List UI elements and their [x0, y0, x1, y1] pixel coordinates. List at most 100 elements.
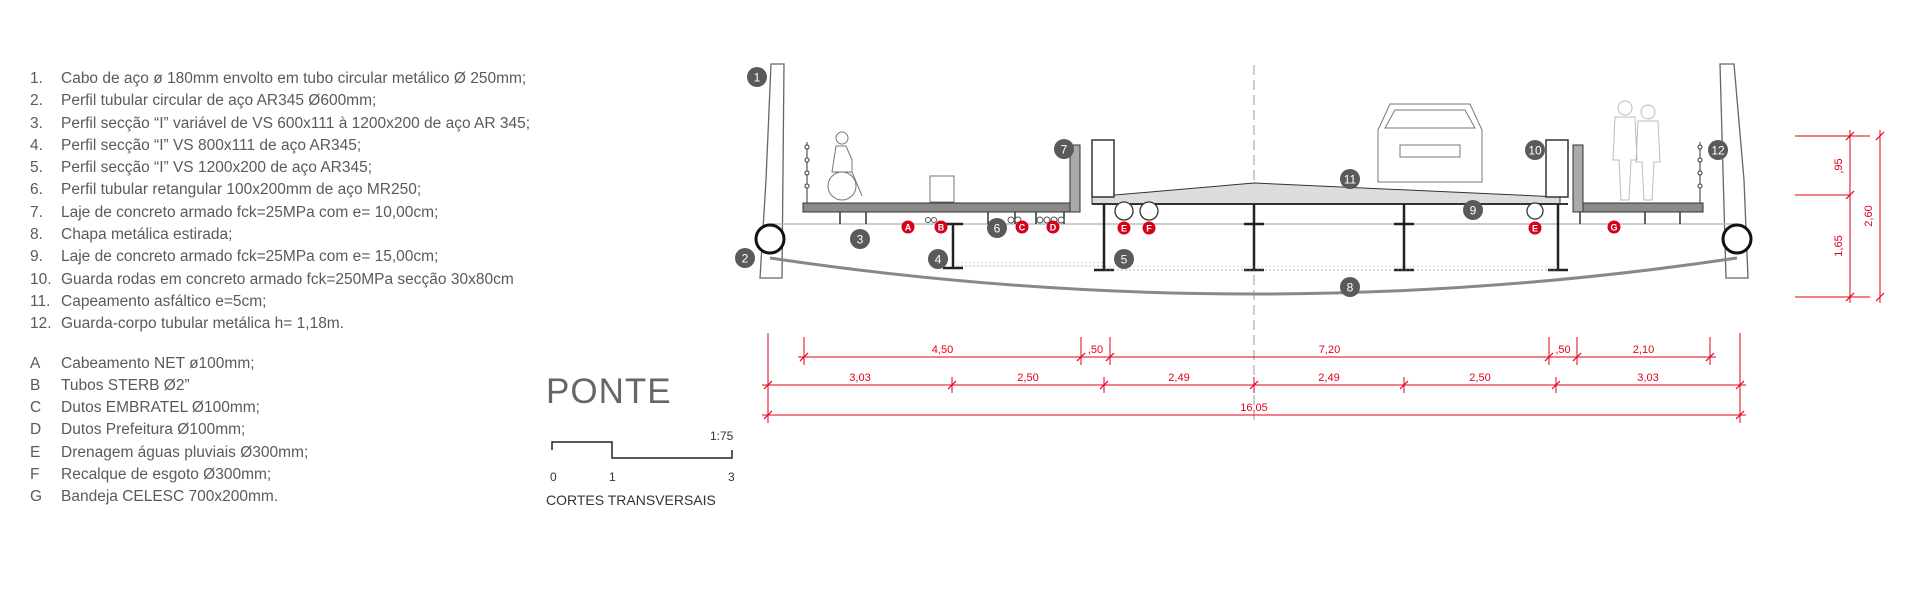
dim-row1-label: ,50 [1555, 344, 1570, 356]
legend-key: 1. [30, 70, 43, 87]
marker-7: 7 [1054, 139, 1074, 159]
dim-row2-label: 2,49 [1168, 372, 1189, 384]
legend-key: 9. [30, 248, 43, 266]
scale-tick-0: 0 [550, 470, 557, 484]
svg-text:8: 8 [1347, 281, 1354, 295]
dim-tick [1572, 352, 1582, 362]
legend-key: 3. [30, 114, 43, 132]
svg-text:E: E [1532, 224, 1538, 234]
marker-9: 9 [1463, 200, 1483, 220]
legend-text: Cabeamento NET ø100mm; [61, 354, 255, 372]
legend-text: Laje de concreto armado fck=25MPa com e=… [61, 203, 439, 221]
legend-numbered-list: 1. Cabo de aço ø 180mm envolto em tubo ci… [30, 68, 530, 336]
legend-key: B [30, 376, 41, 394]
dim-row2-label: 2,49 [1318, 372, 1339, 384]
legend-key: 7. [30, 203, 43, 221]
dim-total-label: 16,05 [1240, 402, 1268, 414]
dim-v-label: 1,65 [1833, 235, 1845, 256]
dim-tick [1544, 352, 1554, 362]
marker-8: 8 [1340, 277, 1360, 297]
dim-row2-label: 2,50 [1469, 372, 1490, 384]
letter-marker-C: C [1015, 220, 1029, 234]
legend-item: 7. Laje de concreto armado fck=25MPa com … [30, 202, 530, 224]
svg-text:C: C [1019, 223, 1026, 233]
legend-item: 12.Guarda-corpo tubular metálica h= 1,18… [30, 313, 530, 335]
scale-tick-1: 1 [609, 470, 616, 484]
svg-text:10: 10 [1528, 144, 1542, 158]
dim-tick [1399, 380, 1409, 390]
dim-tick [1705, 352, 1715, 362]
left-main-tube [754, 223, 786, 255]
hatched-plate-center [1104, 266, 1558, 271]
legend-text: Tubos STERB Ø2” [61, 376, 190, 394]
right-sidewalk-slab [1572, 202, 1704, 213]
dim-tick [1845, 190, 1855, 200]
legend-text: Capeamento asfáltico e=5cm; [61, 292, 267, 310]
legend-key: F [30, 466, 40, 484]
legend-item: 4.Perfil secção “I” VS 800x111 de aço AR… [30, 135, 530, 157]
marker-3: 3 [850, 229, 870, 249]
legend-key: 11. [30, 292, 51, 310]
dim-tick [799, 352, 809, 362]
dim-tick [1249, 380, 1259, 390]
dim-tick [763, 410, 773, 420]
svg-text:D: D [1050, 223, 1057, 233]
scale-bar: 0 1 3 [550, 428, 750, 508]
legend-key: 2. [30, 92, 43, 110]
legend-item: 10.Guarda rodas em concreto armado fck=2… [30, 269, 530, 291]
left-sidewalk-slab [802, 202, 1081, 213]
dim-row2-label: 3,03 [849, 372, 870, 384]
letter-marker-F: F [1142, 221, 1156, 235]
svg-text:7: 7 [1061, 143, 1068, 157]
dim-row1-label: ,50 [1088, 344, 1103, 356]
dim-row1-label: 2,10 [1633, 344, 1654, 356]
legend-item: 11. Capeamento asfáltico e=5cm; [30, 291, 530, 313]
legend-text: Perfil secção “I” VS 1200x200 de aço AR3… [61, 159, 373, 177]
dim-tick [1076, 352, 1086, 362]
letter-marker-E: E [1528, 221, 1542, 235]
dim-row1-label: 7,20 [1319, 344, 1340, 356]
svg-text:F: F [1146, 224, 1152, 234]
bin-figure [929, 175, 955, 203]
car-figure [1377, 103, 1483, 183]
scale-tick-3: 3 [728, 470, 735, 484]
legend-key: 5. [30, 159, 43, 177]
legend-text: Perfil tubular circular de aço AR345 Ø60… [61, 92, 377, 110]
dim-tick [1551, 380, 1561, 390]
dim-tick [1105, 352, 1115, 362]
legend-key: 10. [30, 270, 52, 288]
right-curb-wall [1572, 144, 1584, 213]
legend-text: Cabo de aço ø 180mm envolto em tubo circ… [61, 70, 527, 87]
legend-item: 1. Cabo de aço ø 180mm envolto em tubo ci… [30, 68, 530, 90]
legend-key: 12. [30, 315, 52, 333]
legend-text: Perfil secção “I” VS 800x111 de aço AR34… [61, 136, 362, 154]
svg-text:6: 6 [994, 222, 1001, 236]
legend-text: Bandeja CELESC 700x200mm. [61, 488, 279, 506]
right-main-tube [1721, 223, 1753, 255]
marker-1: 1 [747, 67, 767, 87]
legend-item: 6.Perfil tubular retangular 100x200mm de… [30, 179, 530, 201]
legend-key: C [30, 399, 42, 417]
legend-key: E [30, 443, 41, 461]
marker-11: 11 [1340, 169, 1360, 189]
scale-bar-graphic [551, 441, 733, 459]
svg-text:11: 11 [1344, 173, 1357, 187]
asphalt-deck [1091, 182, 1561, 205]
svg-text:E: E [1121, 224, 1127, 234]
legend-text: Perfil tubular retangular 100x200mm de a… [61, 181, 422, 199]
underside-curve [769, 256, 1738, 296]
marker-12: 12 [1708, 140, 1728, 160]
letter-marker-B: B [934, 220, 948, 234]
legend-text: Dutos EMBRATEL Ø100mm; [61, 399, 260, 417]
legend: 1. Cabo de aço ø 180mm envolto em tubo ci… [30, 68, 530, 509]
svg-text:2: 2 [742, 252, 749, 266]
svg-text:A: A [905, 223, 912, 233]
svg-text:12: 12 [1711, 144, 1725, 158]
wheelchair-user-figure [827, 131, 863, 201]
marker-4: 4 [928, 249, 948, 269]
